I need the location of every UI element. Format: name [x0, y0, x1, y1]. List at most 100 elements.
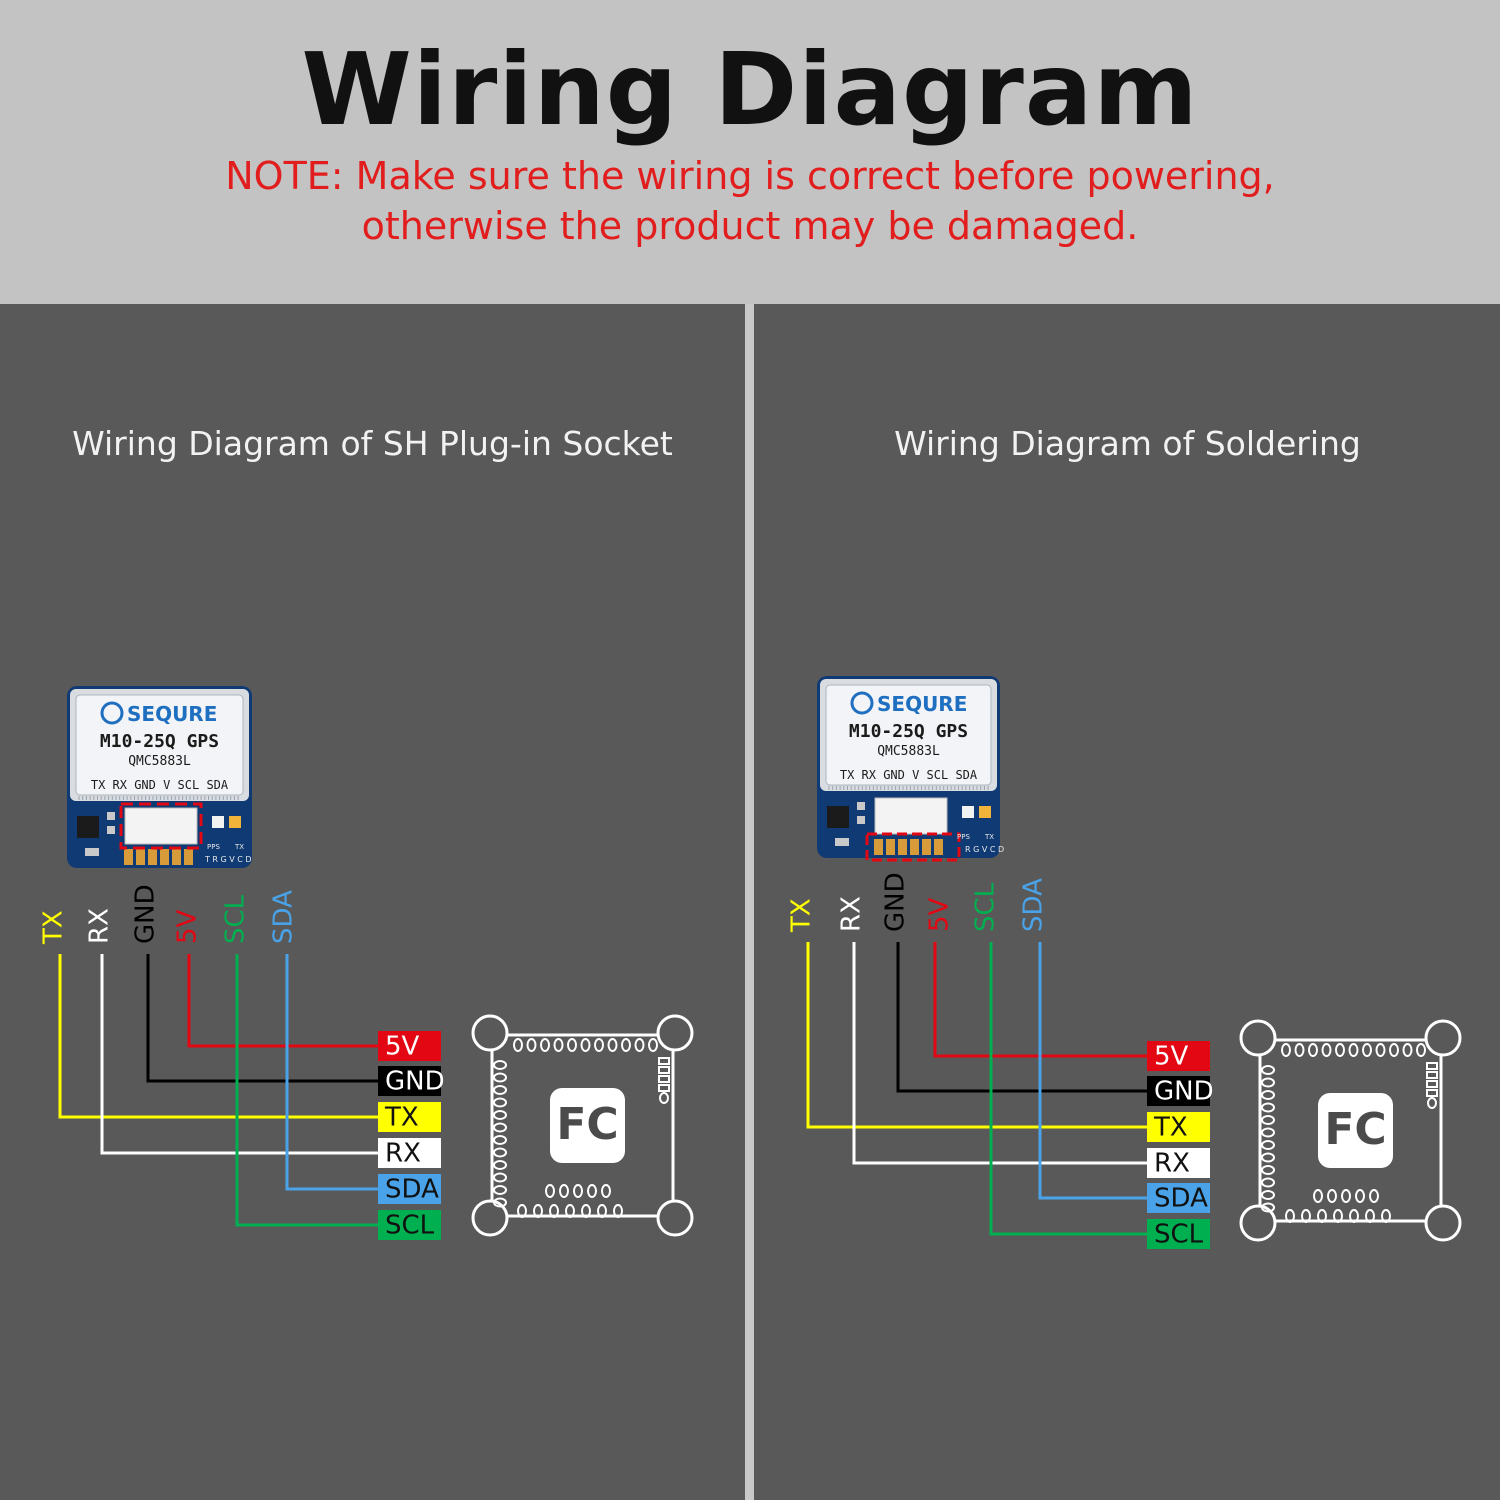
solder-pad — [898, 839, 907, 855]
wire-label-scl: SCL — [971, 882, 1001, 932]
module-chip: QMC5883L — [877, 744, 940, 759]
fc-pad — [1333, 1209, 1343, 1223]
fc-pad — [1261, 1102, 1275, 1113]
fc-pad — [493, 1072, 507, 1083]
solder-pad — [172, 849, 181, 865]
right-fc-pads — [1261, 1043, 1438, 1223]
pin-box-rx — [1147, 1148, 1210, 1178]
fc-pad — [634, 1038, 645, 1052]
fc-pad — [493, 1147, 507, 1158]
fc-pad — [1308, 1043, 1318, 1057]
fc-pad — [1313, 1189, 1323, 1203]
pin-label-rx: RX — [385, 1139, 421, 1169]
wire-gnd — [896, 942, 1147, 1093]
fc-pad — [1426, 1062, 1438, 1070]
fc-pad — [581, 1204, 591, 1218]
fc-label: FC — [556, 1099, 618, 1150]
fc-pad — [1375, 1043, 1386, 1057]
fc-pad — [553, 1038, 564, 1052]
wire-label-tx: TX — [787, 898, 817, 933]
solder-pad — [874, 839, 883, 855]
pin-label-5v: 5V — [1154, 1042, 1189, 1072]
solder-pad — [148, 849, 157, 865]
pin-box-tx — [378, 1102, 441, 1132]
header-banner: Wiring Diagram NOTE: Make sure the wirin… — [0, 0, 1500, 304]
fc-pad — [1261, 1077, 1275, 1088]
wire-label-gnd: GND — [131, 884, 161, 944]
wire-scl — [989, 942, 1147, 1236]
fc-pad — [517, 1204, 527, 1218]
pin-box-scl — [1147, 1219, 1210, 1249]
module-led — [962, 806, 974, 818]
pin-label-tx: TX — [1153, 1113, 1188, 1143]
wire-label-tx: TX — [39, 910, 69, 945]
mounting-hole-icon — [471, 1014, 509, 1052]
fc-pad — [1301, 1209, 1311, 1223]
fc-pad — [1261, 1065, 1275, 1075]
panel-divider — [745, 304, 754, 1500]
fc-pad — [493, 1097, 507, 1108]
fc-pad — [1261, 1090, 1275, 1100]
fc-pad — [549, 1204, 559, 1218]
pps-label: PPS — [207, 843, 220, 851]
fc-pad — [526, 1038, 537, 1052]
pad-labels: R G V C D — [965, 845, 1004, 854]
mounting-hole-icon — [1424, 1204, 1462, 1242]
fc-pad — [1426, 1089, 1438, 1097]
connector-highlight — [119, 802, 203, 850]
brand-logo-icon — [100, 701, 124, 725]
pin-box-rx — [378, 1138, 441, 1168]
pin-label-tx: TX — [384, 1103, 419, 1133]
fc-pad — [1362, 1043, 1372, 1057]
solder-pad — [160, 849, 169, 865]
fc-pad — [1321, 1043, 1332, 1057]
fc-pad — [1402, 1043, 1413, 1057]
pin-label-rx: RX — [1154, 1149, 1190, 1179]
pin-label-sda: SDA — [1154, 1184, 1208, 1214]
fc-pad — [493, 1160, 507, 1170]
left-fc-pads — [493, 1038, 670, 1218]
fc-pad — [493, 1122, 507, 1133]
module-chip-ic — [827, 806, 849, 828]
fc-pad — [493, 1110, 507, 1120]
pin-label-sda: SDA — [385, 1175, 439, 1205]
fc-pad — [493, 1185, 507, 1195]
solder-pad — [136, 849, 145, 865]
fc-pad — [1261, 1140, 1275, 1150]
pin-box-5v — [1147, 1041, 1210, 1071]
fc-pad — [493, 1135, 507, 1145]
mounting-hole-icon — [1239, 1019, 1277, 1057]
pin-box-sda — [378, 1174, 441, 1204]
wire-label-rx: RX — [837, 896, 867, 932]
fc-label: FC — [1324, 1104, 1386, 1155]
fc-pad — [1294, 1043, 1305, 1057]
wire-sda — [285, 954, 378, 1191]
pads-highlight — [865, 832, 961, 862]
fc-pad — [1261, 1165, 1275, 1175]
module-tx-label: TX — [234, 843, 244, 851]
module-model: M10-25Q GPS — [100, 731, 219, 752]
wire-label-5v: 5V — [173, 909, 203, 944]
mounting-hole-icon — [656, 1014, 694, 1052]
solder-pad — [922, 839, 931, 855]
fc-pad — [658, 1057, 670, 1065]
pin-box-scl — [378, 1210, 441, 1240]
fc-pad — [1426, 1080, 1438, 1088]
fc-pad — [658, 1075, 670, 1083]
solder-pad — [934, 839, 943, 855]
fc-pad — [1389, 1043, 1399, 1057]
fc-pad — [1341, 1189, 1351, 1203]
pin-box-tx — [1147, 1112, 1210, 1142]
fc-pad — [1348, 1043, 1359, 1057]
wire-label-sda: SDA — [1019, 878, 1049, 932]
fc-pad — [540, 1038, 550, 1052]
fc-pad — [613, 1204, 623, 1218]
fc-pad — [1369, 1189, 1379, 1203]
module-smd — [107, 812, 115, 820]
fc-pad — [1365, 1209, 1375, 1223]
